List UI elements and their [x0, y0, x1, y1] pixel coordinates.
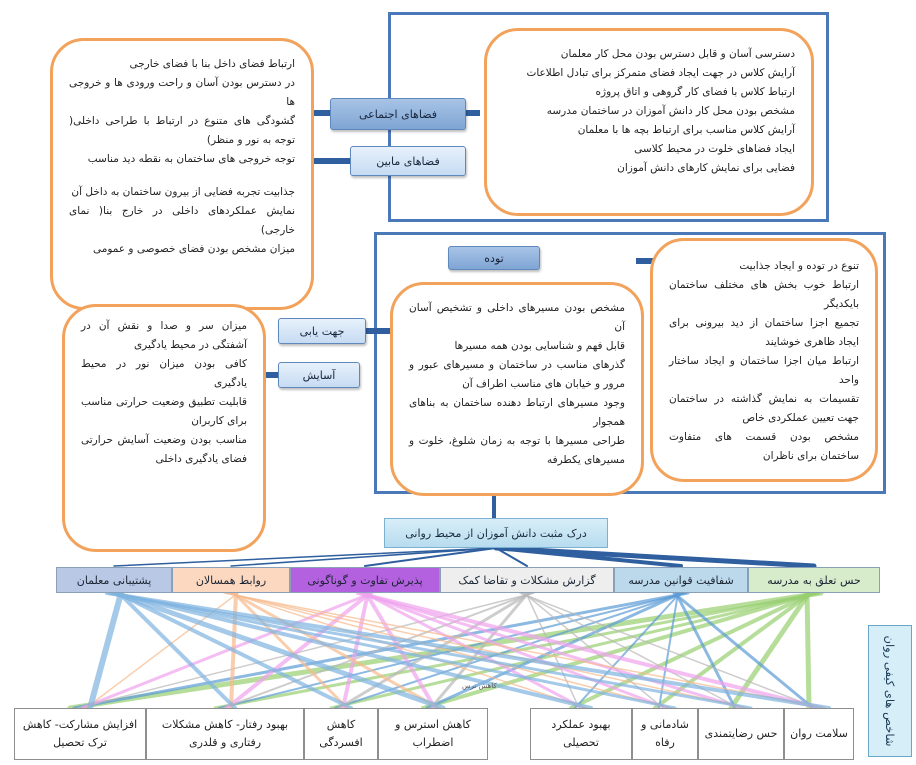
label-mass: توده: [448, 246, 540, 270]
notes-mass: تنوع در توده و ایجاد جذابیت ارتباط خوب ب…: [650, 238, 878, 482]
factor-teachers: پشتیبانی معلمان: [56, 567, 172, 593]
factor-reporting: گزارش مشکلات و تقاضا کمک: [440, 567, 614, 593]
outcome-happiness: شادمانی و رفاه: [632, 708, 698, 760]
notes-wayfinding: مشخص بودن مسیرهای داخلی و تشخیص آسان آن …: [390, 282, 644, 496]
notes-social-spaces: دسترسی آسان و قابل دسترس بودن محل کار مع…: [484, 28, 814, 216]
label-comfort: آسایش: [278, 362, 360, 388]
link-factor-to-outcome: [230, 591, 441, 710]
link-factor-to-outcome: [117, 591, 237, 710]
link-factor-to-outcome: [672, 591, 815, 710]
factor-rules: شفافیت قوانین مدرسه: [614, 567, 748, 593]
label-wayfinding: جهت یابی: [278, 318, 366, 344]
link-center-to-factor: [230, 547, 497, 567]
link-factor-to-outcome: [227, 592, 672, 709]
link-factor-to-outcome: [218, 592, 687, 709]
link-center-to-factor: [493, 545, 817, 569]
outcome-mental-health: سلامت روان: [784, 708, 854, 760]
link-factor-to-outcome: [109, 591, 677, 710]
label-social-spaces: فضاهای اجتماعی: [330, 98, 466, 130]
reduce-fear-label: کاهش ترس: [462, 682, 497, 690]
link-factor-to-outcome: [225, 592, 748, 709]
link-factor-to-outcome: [329, 591, 819, 710]
link-factor-to-outcome: [232, 591, 349, 710]
factor-diversity: پذیرش تفاوت و گوناگونی: [290, 567, 440, 593]
outcome-behavior: بهبود رفتار- کاهش مشکلات رفتاری و قلدری: [146, 708, 304, 760]
connector-left-top: [312, 110, 332, 116]
factor-peers: روابط همسالان: [172, 567, 290, 593]
link-factor-to-outcome: [574, 592, 681, 709]
connector-bottom-left: [262, 372, 280, 378]
notes-comfort: میزان سر و صدا و نقش آن در آشفتگی در محی…: [62, 304, 266, 552]
connector-top: [464, 110, 480, 116]
link-factor-to-outcome: [105, 591, 831, 710]
link-factor-to-outcome: [107, 591, 753, 710]
link-factor-to-outcome: [112, 590, 446, 711]
link-factor-to-outcome: [77, 592, 535, 709]
connector-mid-right: [636, 258, 654, 264]
link-factor-to-outcome: [569, 591, 815, 710]
outcome-depression: کاهش افسردگی: [304, 708, 378, 760]
link-factor-to-outcome: [358, 591, 745, 710]
link-factor-to-outcome: [225, 591, 372, 710]
outcome-stress: کاهش استرس و اضطراب: [378, 708, 488, 760]
link-factor-to-outcome: [229, 592, 588, 709]
link-factor-to-outcome: [356, 591, 823, 710]
central-perception-box: درک مثبت دانش آموزان از محیط روانی: [384, 518, 608, 548]
label-between-spaces: فضاهای مابین: [350, 146, 466, 176]
link-factor-to-outcome: [421, 591, 817, 710]
notes-between-spaces: ارتباط فضای داخل بنا با فضای خارجی در دس…: [50, 38, 314, 310]
connector-left-mid: [312, 158, 352, 164]
link-factor-to-outcome: [72, 591, 690, 710]
outcome-satisfaction: حس رضایتمندی: [698, 708, 784, 760]
link-center-to-factor: [495, 547, 528, 567]
link-factor-to-outcome: [222, 592, 533, 709]
outcome-academic: بهبود عملکرد تحصیلی: [530, 708, 632, 760]
link-factor-to-outcome: [519, 592, 818, 709]
link-factor-to-outcome: [804, 590, 812, 711]
connector-mid-center: [366, 328, 396, 334]
outcome-participation: افزایش مشارکت- کاهش ترک تحصیل: [14, 708, 146, 760]
link-center-to-factor: [364, 547, 497, 567]
link-factor-to-outcome: [360, 591, 669, 710]
link-center-to-factor: [113, 547, 497, 567]
factor-belonging: حس تعلق به مدرسه: [748, 567, 880, 593]
link-center-to-factor: [494, 546, 683, 568]
link-factor-to-outcome: [115, 591, 353, 710]
link-factor-to-outcome: [223, 592, 826, 709]
link-factor-to-outcome: [87, 590, 124, 711]
link-factor-to-outcome: [111, 591, 593, 710]
sidebar-title: شاخص های کیفی روان: [868, 625, 912, 757]
frame-mass: [374, 232, 886, 494]
